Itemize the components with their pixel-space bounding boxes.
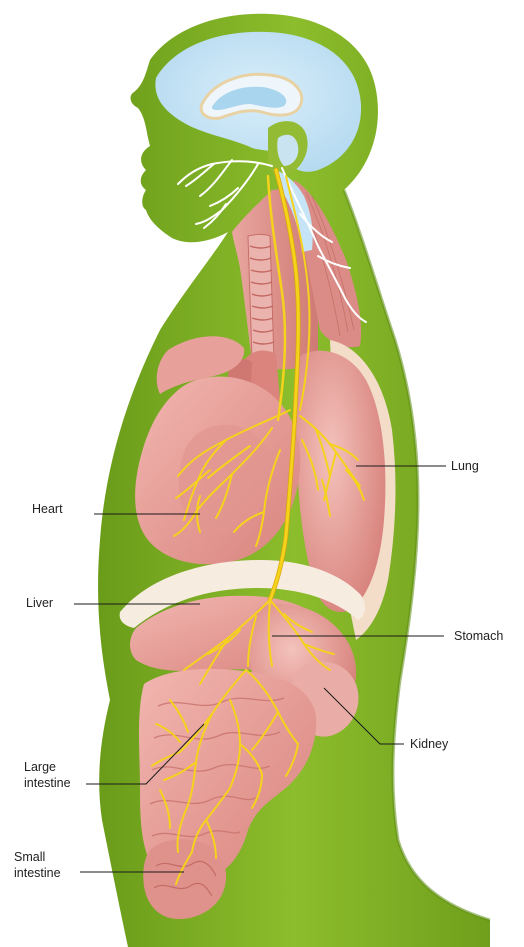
kidney-label: Kidney [410,737,449,751]
small-intestine-label-line1: Small [14,850,45,864]
small-intestine-label-line2: intestine [14,866,61,880]
large-intestine-label-line1: Large [24,760,56,774]
liver-label: Liver [26,596,53,610]
large-intestine-label-line2: intestine [24,776,71,790]
trachea [248,235,274,364]
stomach-label: Stomach [454,629,503,643]
lung-label: Lung [451,459,479,473]
heart-label: Heart [32,502,63,516]
